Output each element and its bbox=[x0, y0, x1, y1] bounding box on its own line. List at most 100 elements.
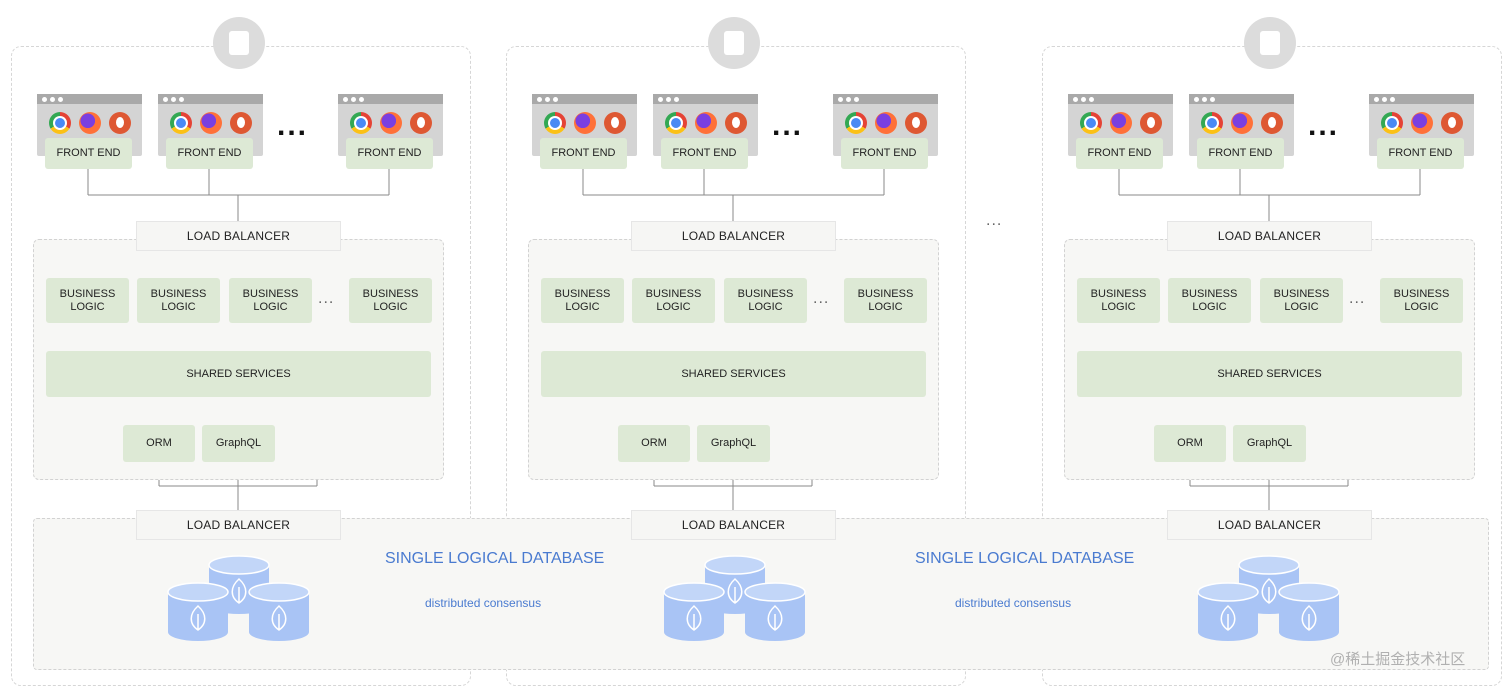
firefox-icon bbox=[1110, 112, 1132, 134]
browser-window bbox=[653, 94, 758, 156]
graphql-box: GraphQL bbox=[1233, 425, 1306, 462]
window-dot bbox=[1089, 97, 1094, 102]
window-dot bbox=[343, 97, 348, 102]
database-node-icon bbox=[1197, 582, 1259, 641]
window-dot bbox=[1202, 97, 1207, 102]
browser-titlebar bbox=[532, 94, 637, 104]
state-badge bbox=[708, 17, 760, 69]
front-end-box: FRONT END bbox=[540, 138, 627, 169]
window-dot bbox=[351, 97, 356, 102]
firefox-icon bbox=[695, 112, 717, 134]
business-logic-box: BUSINESS LOGIC bbox=[1380, 278, 1463, 323]
window-dot bbox=[1073, 97, 1078, 102]
duckduckgo-icon bbox=[1261, 112, 1283, 134]
chrome-icon bbox=[1381, 112, 1403, 134]
chrome-icon bbox=[170, 112, 192, 134]
firefox-icon bbox=[79, 112, 101, 134]
window-dot bbox=[846, 97, 851, 102]
duckduckgo-icon bbox=[905, 112, 927, 134]
duckduckgo-icon bbox=[604, 112, 626, 134]
load-balancer-db: LOAD BALANCER bbox=[1167, 510, 1372, 540]
more-regions-ellipsis: ... bbox=[986, 212, 1003, 229]
browser-titlebar bbox=[1189, 94, 1294, 104]
front-end-box: FRONT END bbox=[841, 138, 928, 169]
browser-titlebar bbox=[1369, 94, 1474, 104]
load-balancer-top: LOAD BALANCER bbox=[1167, 221, 1372, 251]
state-outline-icon bbox=[724, 31, 744, 55]
more-business-ellipsis: ... bbox=[1349, 290, 1366, 307]
duckduckgo-icon bbox=[410, 112, 432, 134]
shared-services-box: SHARED SERVICES bbox=[541, 351, 926, 397]
more-business-ellipsis: ... bbox=[318, 290, 335, 307]
database-title: SINGLE LOGICAL DATABASE bbox=[915, 550, 1135, 567]
window-dot bbox=[553, 97, 558, 102]
state-badge bbox=[213, 17, 265, 69]
business-logic-box: BUSINESS LOGIC bbox=[349, 278, 432, 323]
window-dot bbox=[838, 97, 843, 102]
business-logic-box: BUSINESS LOGIC bbox=[844, 278, 927, 323]
front-end-box: FRONT END bbox=[1197, 138, 1284, 169]
database-node-icon bbox=[1278, 582, 1340, 641]
database-title: SINGLE LOGICAL DATABASE bbox=[385, 550, 605, 567]
browser-titlebar bbox=[653, 94, 758, 104]
browser-titlebar bbox=[833, 94, 938, 104]
chrome-icon bbox=[544, 112, 566, 134]
load-balancer-top: LOAD BALANCER bbox=[136, 221, 341, 251]
window-dot bbox=[537, 97, 542, 102]
browser-titlebar bbox=[37, 94, 142, 104]
watermark-text: @稀土掘金技术社区 bbox=[1330, 651, 1466, 668]
load-balancer-db: LOAD BALANCER bbox=[136, 510, 341, 540]
business-logic-box: BUSINESS LOGIC bbox=[229, 278, 312, 323]
business-logic-box: BUSINESS LOGIC bbox=[137, 278, 220, 323]
business-logic-box: BUSINESS LOGIC bbox=[724, 278, 807, 323]
window-dot bbox=[179, 97, 184, 102]
window-dot bbox=[674, 97, 679, 102]
front-end-box: FRONT END bbox=[1076, 138, 1163, 169]
window-dot bbox=[1210, 97, 1215, 102]
chrome-icon bbox=[845, 112, 867, 134]
duckduckgo-icon bbox=[1140, 112, 1162, 134]
orm-box: ORM bbox=[1154, 425, 1226, 462]
firefox-icon bbox=[574, 112, 596, 134]
window-dot bbox=[42, 97, 47, 102]
consensus-label: distributed consensus bbox=[955, 596, 1072, 610]
window-dot bbox=[1081, 97, 1086, 102]
front-end-box: FRONT END bbox=[166, 138, 253, 169]
database-node-icon bbox=[663, 582, 725, 641]
browser-titlebar bbox=[158, 94, 263, 104]
shared-services-box: SHARED SERVICES bbox=[46, 351, 431, 397]
firefox-icon bbox=[875, 112, 897, 134]
chrome-icon bbox=[1080, 112, 1102, 134]
more-frontends-ellipsis: ... bbox=[772, 109, 804, 142]
window-dot bbox=[163, 97, 168, 102]
load-balancer-top: LOAD BALANCER bbox=[631, 221, 836, 251]
duckduckgo-icon bbox=[109, 112, 131, 134]
state-badge bbox=[1244, 17, 1296, 69]
chrome-icon bbox=[1201, 112, 1223, 134]
state-outline-icon bbox=[1260, 31, 1280, 55]
duckduckgo-icon bbox=[1441, 112, 1463, 134]
front-end-box: FRONT END bbox=[45, 138, 132, 169]
chrome-icon bbox=[350, 112, 372, 134]
window-dot bbox=[359, 97, 364, 102]
business-logic-box: BUSINESS LOGIC bbox=[541, 278, 624, 323]
consensus-label: distributed consensus bbox=[425, 596, 542, 610]
business-logic-box: BUSINESS LOGIC bbox=[1168, 278, 1251, 323]
front-end-box: FRONT END bbox=[1377, 138, 1464, 169]
more-business-ellipsis: ... bbox=[813, 290, 830, 307]
graphql-box: GraphQL bbox=[202, 425, 275, 462]
state-outline-icon bbox=[229, 31, 249, 55]
firefox-icon bbox=[380, 112, 402, 134]
window-dot bbox=[50, 97, 55, 102]
business-logic-box: BUSINESS LOGIC bbox=[46, 278, 129, 323]
load-balancer-db: LOAD BALANCER bbox=[631, 510, 836, 540]
orm-box: ORM bbox=[123, 425, 195, 462]
window-dot bbox=[1374, 97, 1379, 102]
front-end-box: FRONT END bbox=[346, 138, 433, 169]
duckduckgo-icon bbox=[230, 112, 252, 134]
window-dot bbox=[171, 97, 176, 102]
orm-box: ORM bbox=[618, 425, 690, 462]
database-node-icon bbox=[167, 582, 229, 641]
browser-titlebar bbox=[1068, 94, 1173, 104]
